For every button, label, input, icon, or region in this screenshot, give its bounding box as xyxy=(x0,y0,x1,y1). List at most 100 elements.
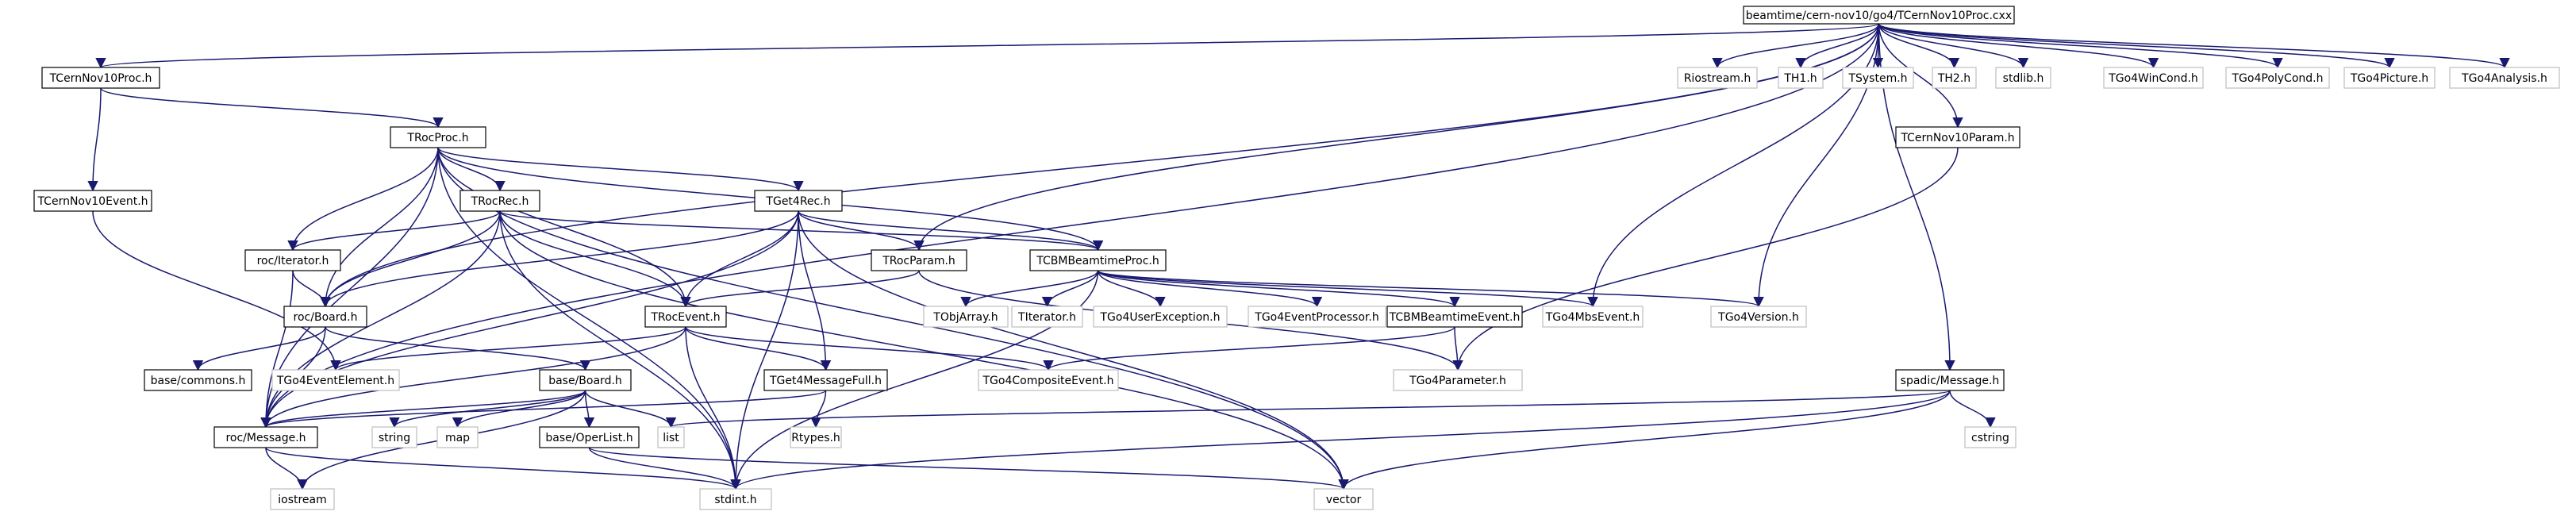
node-th2: TH2.h xyxy=(1932,67,1977,89)
node-tcernparam[interactable]: TCernNov10Param.h xyxy=(1895,126,2020,148)
node-label: TGet4Rec.h xyxy=(765,195,830,208)
node-box xyxy=(923,306,1009,328)
node-rocboard[interactable]: roc/Board.h xyxy=(283,306,367,328)
node-troc[interactable]: TRocProc.h xyxy=(390,126,486,148)
node-tcbmproc[interactable]: TCBMBeamtimeProc.h xyxy=(1029,249,1167,271)
node-box xyxy=(539,369,632,391)
node-baseoper[interactable]: base/OperList.h xyxy=(539,426,640,448)
node-box xyxy=(1248,306,1386,328)
node-baseboard[interactable]: base/Board.h xyxy=(539,369,632,391)
node-tcernproc[interactable]: TCernNov10Proc.h xyxy=(41,67,160,89)
edge-root-to-rocmsg xyxy=(260,23,1880,429)
node-go4polycond: TGo4PolyCond.h xyxy=(2225,67,2330,89)
node-label: TGo4Picture.h xyxy=(2350,72,2428,85)
node-tcbmevent[interactable]: TCBMBeamtimeEvent.h xyxy=(1386,306,1523,328)
node-box xyxy=(270,488,335,510)
node-box xyxy=(1386,306,1523,328)
node-box xyxy=(213,426,318,448)
node-label: beamtime/cern-nov10/go4/TCernNov10Proc.c… xyxy=(1746,10,2012,22)
edge-tget4rec-to-rocboard xyxy=(320,210,799,308)
edge-tcernparam-to-go4param xyxy=(1452,147,1959,371)
node-label: TH2.h xyxy=(1937,72,1970,85)
edge-tcbmproc-to-go4userexc xyxy=(1097,270,1166,308)
node-box xyxy=(790,426,842,448)
edge-root-to-go4picture xyxy=(1878,23,2395,69)
edge-trocevent-to-go4composite xyxy=(685,326,1054,371)
node-stdlib: stdlib.h xyxy=(1995,67,2051,89)
edge-root-to-trocparam xyxy=(913,23,1880,252)
node-label: roc/Board.h xyxy=(294,311,358,324)
node-go4evproc: TGo4EventProcessor.h xyxy=(1248,306,1386,328)
edge-rocmsg-to-stdint xyxy=(265,447,741,490)
node-label: TGo4Parameter.h xyxy=(1409,375,1506,387)
node-box xyxy=(1710,306,1807,328)
edge-root-to-stdlib xyxy=(1878,23,2029,69)
node-label: TCBMBeamtimeProc.h xyxy=(1036,255,1159,267)
edge-troc-to-rocboard xyxy=(320,147,439,308)
node-rociter[interactable]: roc/Iterator.h xyxy=(244,249,341,271)
node-label: base/OperList.h xyxy=(545,432,632,444)
node-trocrec[interactable]: TRocRec.h xyxy=(459,190,540,212)
node-box xyxy=(754,190,843,212)
node-label: cstring xyxy=(1971,432,2009,444)
node-label: Rtypes.h xyxy=(791,432,840,444)
edge-trocevent-to-stdint xyxy=(685,326,741,490)
node-box xyxy=(2449,67,2560,89)
node-label: map xyxy=(445,432,470,444)
node-label: stdlib.h xyxy=(2003,72,2044,85)
edge-trocrec-to-trocevent xyxy=(499,210,691,308)
node-label: TSystem.h xyxy=(1847,72,1907,85)
node-label: TCernNov10Event.h xyxy=(37,195,148,208)
node-riostream: Riostream.h xyxy=(1677,67,1758,89)
node-label: roc/Iterator.h xyxy=(257,255,329,267)
edges-layer xyxy=(87,23,2510,490)
node-vector: vector xyxy=(1313,488,1374,510)
node-titerator: TIterator.h xyxy=(1011,306,1083,328)
edge-baseboard-to-string xyxy=(389,390,586,429)
edge-rociter-to-rocmsg xyxy=(260,270,294,429)
edge-tget4rec-to-tget4msgfull xyxy=(798,210,832,371)
edge-trocevent-to-tget4msgfull xyxy=(685,326,832,371)
nodes-layer: beamtime/cern-nov10/go4/TCernNov10Proc.c… xyxy=(33,6,2560,510)
node-spadicmsg[interactable]: spadic/Message.h xyxy=(1895,369,2005,391)
node-label: TGo4UserException.h xyxy=(1099,311,1220,324)
edge-tcbmproc-to-tcbmevent xyxy=(1097,270,1460,308)
node-tget4rec[interactable]: TGet4Rec.h xyxy=(754,190,843,212)
edge-spadicmsg-to-list xyxy=(666,390,1951,429)
edge-tcbmproc-to-titerator xyxy=(1041,270,1099,308)
edge-troc-to-rociter xyxy=(287,147,439,252)
edge-spadicmsg-to-stdint xyxy=(730,390,1951,490)
edge-tcbmproc-to-go4version xyxy=(1097,270,1764,308)
node-basecommons[interactable]: base/commons.h xyxy=(144,369,252,391)
node-label: TRocProc.h xyxy=(406,132,468,144)
node-cstring: cstring xyxy=(1964,426,2017,448)
node-iostream: iostream xyxy=(270,488,335,510)
node-label: TCernNov10Param.h xyxy=(1900,132,2014,144)
edge-rocboard-to-basecommons xyxy=(192,326,326,371)
node-box xyxy=(1964,426,2017,448)
node-box xyxy=(1393,369,1523,391)
node-trocparam[interactable]: TRocParam.h xyxy=(871,249,967,271)
node-box xyxy=(33,190,152,212)
node-rocmsg[interactable]: roc/Message.h xyxy=(213,426,318,448)
node-trocevent[interactable]: TRocEvent.h xyxy=(644,306,727,328)
edge-tcbmproc-to-go4evproc xyxy=(1097,270,1323,308)
node-label: vector xyxy=(1326,494,1362,506)
edge-trocrec-to-stdint xyxy=(499,210,741,490)
edge-baseboard-to-baseoper xyxy=(583,390,595,429)
edge-troc-to-stdint xyxy=(437,147,741,490)
node-box xyxy=(1029,249,1167,271)
node-go4mbs: TGo4MbsEvent.h xyxy=(1542,306,1644,328)
edge-root-to-go4mbs xyxy=(1587,23,1880,308)
node-tget4msgfull[interactable]: TGet4MessageFull.h xyxy=(763,369,888,391)
node-box xyxy=(644,306,727,328)
node-box xyxy=(244,249,341,271)
node-label: list xyxy=(663,432,679,444)
node-root[interactable]: beamtime/cern-nov10/go4/TCernNov10Proc.c… xyxy=(1743,6,2015,25)
node-tcernevent[interactable]: TCernNov10Event.h xyxy=(33,190,152,212)
node-box xyxy=(1677,67,1758,89)
edge-tget4rec-to-trocparam xyxy=(798,210,925,252)
edge-troc-to-trocrec xyxy=(437,147,506,192)
node-box xyxy=(41,67,160,89)
node-box xyxy=(1093,306,1228,328)
